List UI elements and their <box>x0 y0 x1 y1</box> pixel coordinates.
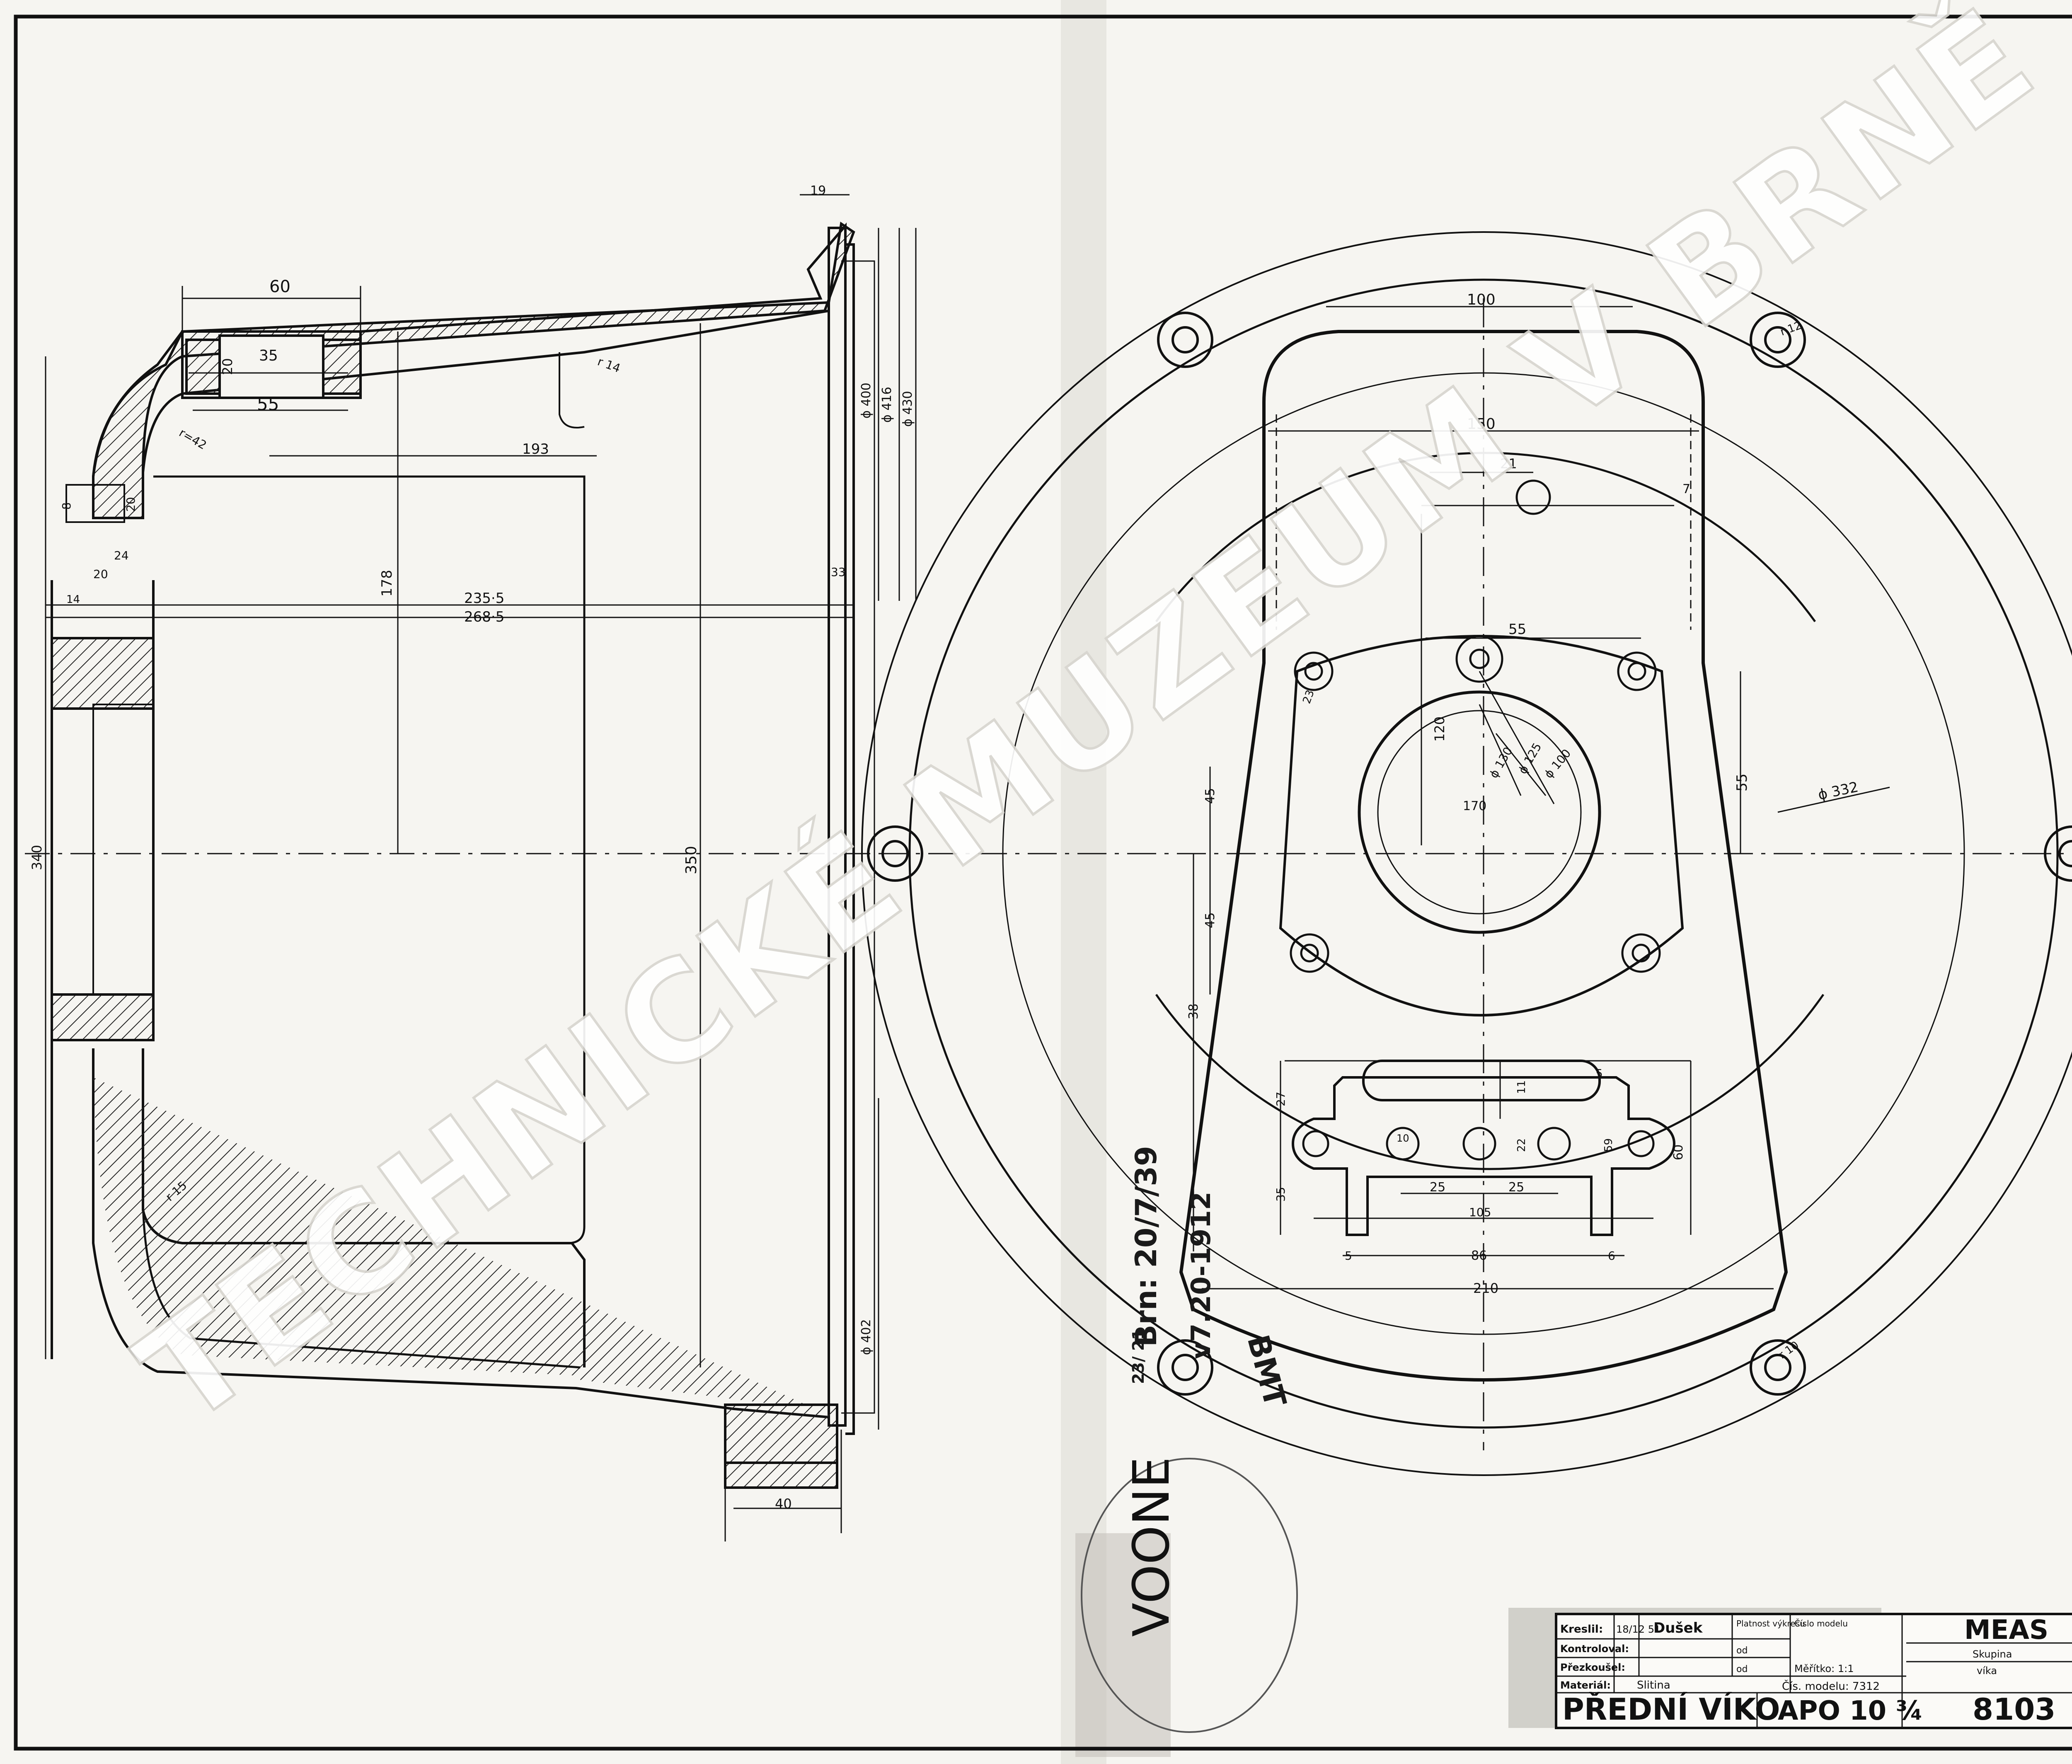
label-cislo-modelu: Číslo modelu <box>1794 1619 1848 1628</box>
dim-35: 35 <box>1274 1187 1288 1202</box>
dim-193: 193 <box>522 441 549 457</box>
handwritten-note-date: Brn: 20/7/39 <box>1129 1146 1163 1347</box>
label-prezkousel: Přezkoušel: <box>1560 1662 1625 1673</box>
dim-35: 35 <box>259 347 278 364</box>
dim-dia-402: ϕ 402 <box>859 1319 874 1355</box>
dim-60: 60 <box>1671 1145 1686 1160</box>
dim-33: 33 <box>831 565 846 579</box>
dim-14: 14 <box>66 593 80 606</box>
tape-mark <box>1075 1533 1171 1757</box>
dim-86: 86 <box>1471 1249 1487 1263</box>
label-od-1: od <box>1736 1645 1748 1656</box>
label-kreslil: Kreslil: <box>1560 1623 1603 1636</box>
dim-178: 178 <box>379 570 395 597</box>
handwritten-notes: Brn: 20/7/39 v7.20-1912 BMT 23/ 21 VOONE <box>1081 1146 1298 1733</box>
dim-5-left: 5 <box>1345 1249 1352 1263</box>
dim-40-bottom: 40 <box>775 1496 792 1512</box>
label-meritko: Měřítko: 1:1 <box>1794 1663 1854 1674</box>
dim-60: 60 <box>269 277 290 296</box>
label-od-2: od <box>1736 1664 1748 1674</box>
dim-22: 22 <box>1515 1138 1528 1152</box>
dim-55: 55 <box>257 394 279 414</box>
dim-45-upper: 45 <box>1203 788 1218 804</box>
dim-7: 7 <box>1682 482 1690 496</box>
dim-120: 120 <box>1432 716 1447 742</box>
flange-circle <box>908 278 2059 1429</box>
value-kreslil-name: Dušek <box>1653 1620 1703 1636</box>
value-vika: víka <box>1977 1665 1997 1677</box>
part-code: APO 10 ¾ <box>1778 1696 1923 1726</box>
dim-350: 350 <box>683 846 700 874</box>
dim-105: 105 <box>1469 1205 1491 1219</box>
dim-20-bolt: 20 <box>124 497 138 512</box>
company-name: MEAS <box>1964 1615 2048 1645</box>
dim-170: 170 <box>1463 799 1486 813</box>
dim-235-5: 235·5 <box>464 590 504 607</box>
dim-59: 59 <box>1602 1138 1615 1152</box>
dim-20-top: 20 <box>220 358 235 375</box>
dim-340: 340 <box>29 845 45 870</box>
dim-24: 24 <box>114 549 129 562</box>
dim-dia-416: ϕ 416 <box>880 387 894 423</box>
pencil-circle <box>1081 1458 1298 1733</box>
dim-19: 19 <box>810 184 826 198</box>
dim-5-slot: 5 <box>1595 1067 1603 1080</box>
value-kreslil-date: 18/12 51 <box>1616 1624 1661 1635</box>
dim-dia-430: ϕ 430 <box>900 391 915 427</box>
drawing-border <box>14 15 2072 1751</box>
dim-6: 6 <box>1608 1249 1615 1263</box>
dim-150: 150 <box>1467 416 1496 433</box>
dim-55-horizontal: 55 <box>1508 621 1526 638</box>
dim-100: 100 <box>1467 291 1496 308</box>
drawing-number: 8103 <box>1973 1692 2055 1727</box>
title-block: Kreslil: 18/12 51 Dušek Kontroloval: Pře… <box>1555 1613 2072 1729</box>
label-cis-modelu: Čís. modelu: 7312 <box>1782 1679 1880 1693</box>
handwritten-small: 23/ 21 <box>1129 1329 1147 1384</box>
dim-25-right: 25 <box>1508 1180 1524 1195</box>
dim-38: 38 <box>1186 1004 1201 1019</box>
dim-dia-400: ϕ 400 <box>859 382 874 419</box>
part-name: PŘEDNÍ VÍKO <box>1562 1692 1780 1727</box>
pencil-circle-text: VOONE <box>1123 1457 1181 1637</box>
dim-21: 21 <box>1500 456 1517 472</box>
dim-8: 8 <box>60 502 73 510</box>
label-skupina: Skupina <box>1973 1648 2012 1660</box>
side-section-view <box>25 194 917 1541</box>
dim-25-left: 25 <box>1430 1180 1445 1195</box>
dim-55-vertical: 55 <box>1734 774 1750 791</box>
outer-circle <box>861 231 2072 1476</box>
dim-45-lower: 45 <box>1203 912 1218 928</box>
dim-11: 11 <box>1515 1080 1528 1094</box>
label-platnost: Platnost výkresu <box>1736 1619 1805 1628</box>
label-material: Materiál: <box>1560 1679 1611 1691</box>
dim-268-5: 268·5 <box>464 609 504 625</box>
handwritten-note-number: v7.20-1912 <box>1186 1192 1217 1359</box>
fold-crease <box>1061 0 1106 1764</box>
dim-27: 27 <box>1274 1091 1288 1106</box>
value-material: Slitina <box>1637 1679 1670 1691</box>
dim-10: 10 <box>1397 1132 1409 1144</box>
dim-20-hub: 20 <box>93 567 108 581</box>
label-kontroloval: Kontroloval: <box>1560 1643 1629 1655</box>
dim-210: 210 <box>1473 1280 1498 1296</box>
front-view <box>861 231 2072 1476</box>
